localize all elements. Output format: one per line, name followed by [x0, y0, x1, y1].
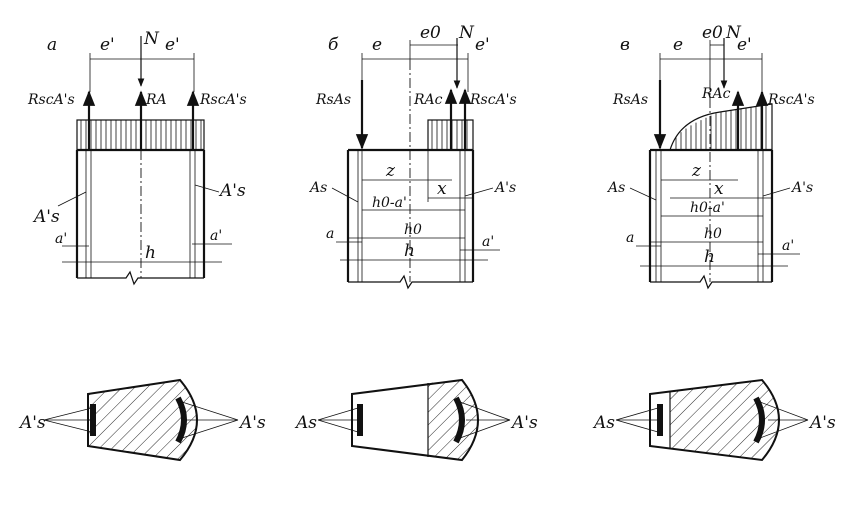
- panel-b-h0: h0: [404, 222, 422, 238]
- panel-v-letter: в: [620, 35, 630, 55]
- panel-a-rebar-right: A's: [218, 181, 246, 201]
- panel-a-rebar-right-leader: [194, 184, 220, 193]
- section-v-bar-right: [753, 396, 765, 444]
- panel-b-e: e: [372, 35, 382, 55]
- panel-a-N-label: N: [143, 29, 160, 49]
- section-b-hatch: [428, 380, 478, 460]
- panel-v-rebar-left-leader: [629, 187, 657, 201]
- panel-b-rebar-right: A's: [493, 180, 516, 196]
- panel-v-e: e: [673, 35, 683, 55]
- panel-a-stress-lines: [80, 120, 202, 150]
- section-b-label-right: A's: [510, 413, 538, 433]
- panel-a-a-right: a': [210, 228, 222, 244]
- panel-v-rebar-right: A's: [790, 180, 813, 196]
- section-b-label-left: As: [294, 413, 317, 433]
- section-v: As A's: [592, 378, 836, 462]
- panel-v-force-right: RscA's: [767, 92, 815, 108]
- panel-b-z: z: [385, 161, 396, 181]
- panel-a-force-left: RscA's: [27, 92, 75, 108]
- section-a-leader-left-3: [43, 419, 93, 433]
- panel-b-rebar-right-leader: [464, 187, 494, 197]
- section-v-leader-right-1: [759, 401, 809, 421]
- section-v-label-left: As: [592, 413, 615, 433]
- section-b: As A's: [294, 378, 538, 462]
- panel-b-e0: e0: [420, 23, 441, 43]
- section-b-shape: [351, 378, 479, 462]
- panel-v-e-right: e': [737, 35, 752, 55]
- panel-v-h: h: [704, 247, 715, 267]
- section-a-leader-left-1: [43, 407, 93, 421]
- panel-v-e0: e0: [702, 23, 723, 43]
- panel-v-h0: h0: [704, 226, 722, 242]
- panel-b-rebar-left: As: [308, 180, 327, 196]
- section-a-label-right: A's: [238, 413, 266, 433]
- section-v-shape: [649, 378, 780, 462]
- panel-b-break-line: [348, 274, 473, 290]
- section-b-leader-right-3: [459, 419, 511, 439]
- panel-v: в e e0 N e' RsAs RAc RscA's z x h0-: [606, 23, 815, 290]
- panel-a: а N e' e' RscA's RA RscA's A's A's: [27, 29, 247, 286]
- section-a-shape: [87, 378, 198, 462]
- section-a-bar-right: [175, 396, 187, 444]
- section-v-leader-left-3: [615, 419, 659, 433]
- panel-b-a-left: a: [326, 226, 334, 242]
- panel-v-N-label: N: [725, 23, 742, 43]
- panel-v-a-left: a: [626, 230, 634, 246]
- panel-a-force-right: RscA's: [199, 92, 247, 108]
- section-a: A's A's: [18, 378, 266, 462]
- panel-v-x: x: [714, 179, 724, 199]
- panel-v-stress-lines: [675, 104, 767, 150]
- panel-v-rebar-right-leader: [762, 187, 791, 197]
- section-a-leader-right-3: [181, 419, 239, 439]
- panel-v-stress-block: [669, 103, 773, 151]
- panel-a-letter: а: [47, 35, 57, 55]
- section-b-leader-right-1: [459, 401, 511, 421]
- panel-v-h0a: h0-a': [690, 200, 725, 216]
- panel-a-h: h: [145, 243, 156, 263]
- panel-a-force-mid: RA: [145, 92, 167, 108]
- panel-a-rebar-left: A's: [32, 207, 60, 227]
- section-v-label-right: A's: [808, 413, 836, 433]
- panel-a-break-line: [77, 270, 204, 286]
- panel-v-break-line: [650, 274, 772, 290]
- panel-v-z: z: [691, 161, 702, 181]
- panel-b-N-label: N: [458, 23, 475, 43]
- panel-b-force-right: RscA's: [469, 92, 517, 108]
- panel-v-a-right: a': [782, 238, 794, 254]
- panel-v-rebar-left: As: [606, 180, 625, 196]
- panel-b-letter: б: [328, 35, 339, 55]
- section-b-leader-left-3: [317, 419, 359, 433]
- panel-b-force-mid: RAc: [413, 92, 443, 108]
- panel-b-rebar-left-leader: [331, 187, 359, 203]
- section-a-label-left: A's: [18, 413, 46, 433]
- panel-b-e-right: e': [475, 35, 490, 55]
- section-v-leader-left-1: [615, 407, 659, 421]
- panel-v-force-mid: RAc: [701, 86, 731, 102]
- panel-a-e-right: e': [165, 35, 180, 55]
- panel-v-force-left: RsAs: [612, 92, 648, 108]
- panel-a-rebar-left-leader: [57, 191, 87, 207]
- section-v-leader-right-3: [759, 419, 809, 439]
- panel-b-stress-lines: [431, 120, 468, 150]
- section-a-leader-right-1: [181, 401, 239, 421]
- panel-b: б e e0 N e' RsAs RAc RscA's z x: [308, 23, 517, 290]
- panel-a-a-left: a': [55, 231, 67, 247]
- section-b-bar-right: [453, 396, 465, 444]
- section-b-leader-left-1: [317, 407, 359, 421]
- panel-a-e-left: e': [100, 35, 115, 55]
- panel-b-a-right: a': [482, 234, 494, 250]
- panel-b-force-left: RsAs: [315, 92, 351, 108]
- panel-b-x: x: [437, 179, 447, 199]
- panel-b-h: h: [404, 241, 415, 261]
- section-v-hatch: [670, 380, 779, 460]
- panel-b-h0a: h0-a': [372, 195, 407, 211]
